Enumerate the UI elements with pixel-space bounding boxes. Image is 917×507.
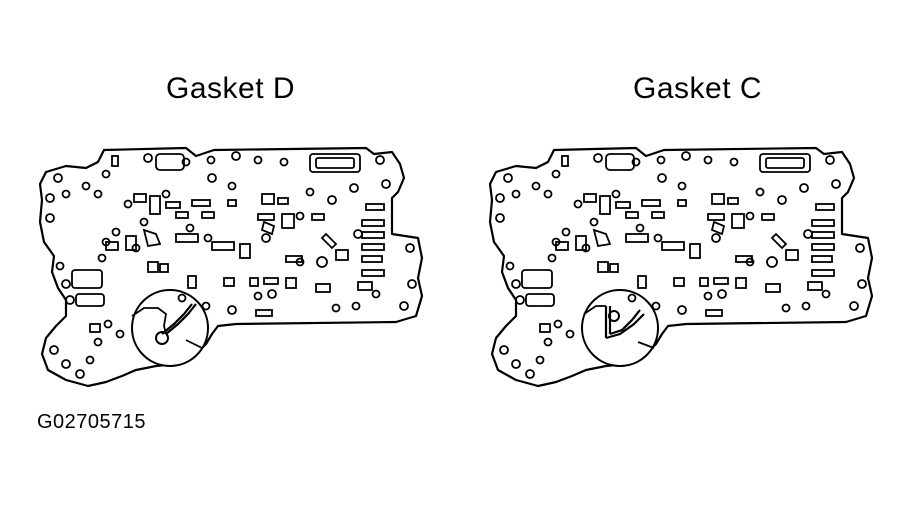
gasket-d-title: Gasket D — [166, 72, 296, 105]
gasket-outline — [488, 146, 874, 388]
gasket-c-title: Gasket C — [633, 72, 763, 105]
gasket-d-diagram — [36, 138, 436, 398]
figure-id-label: G02705715 — [37, 411, 147, 433]
gasket-d-drawing — [38, 146, 424, 388]
gasket-c-diagram — [486, 138, 886, 398]
gasket-outline — [38, 146, 424, 388]
detail-circle-d — [131, 289, 209, 367]
gasket-c-drawing — [488, 146, 874, 388]
detail-circle-c — [581, 289, 659, 367]
